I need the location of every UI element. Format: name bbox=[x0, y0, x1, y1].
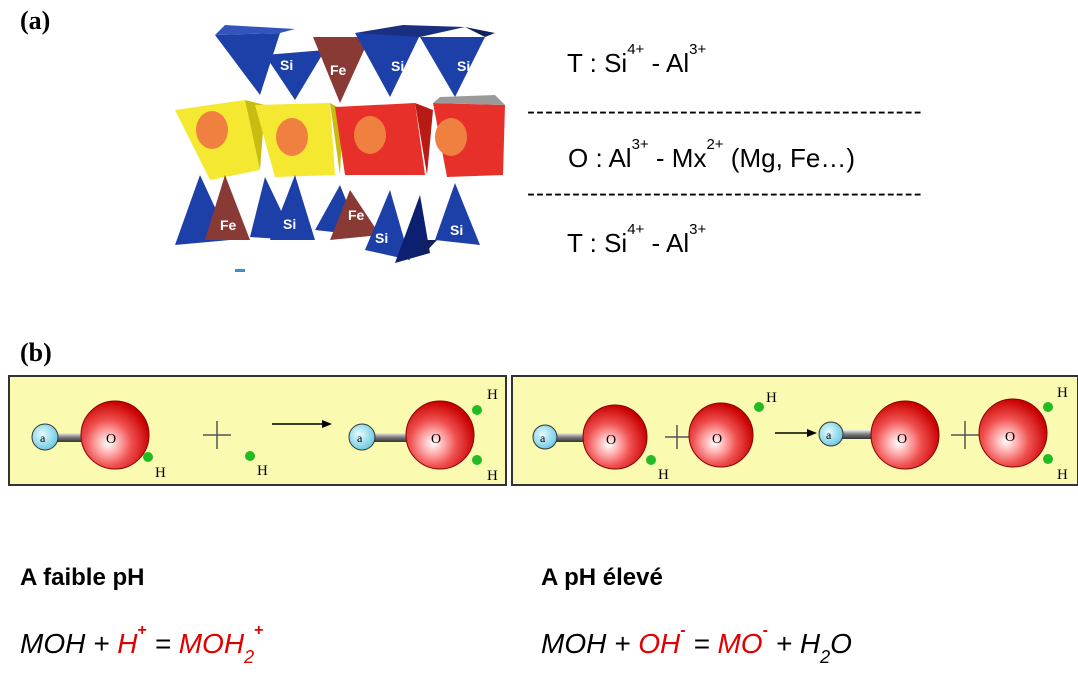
tetra-label: Fe bbox=[348, 207, 365, 223]
deprotonation-reaction-box: a O H O H a O O H H bbox=[511, 375, 1078, 486]
high-ph-equation: MOH + OH- = MO- + H2O bbox=[541, 622, 852, 667]
svg-text:H: H bbox=[257, 463, 268, 479]
svg-text:O: O bbox=[1005, 430, 1015, 445]
tetra-label: Fe bbox=[330, 62, 347, 78]
tetrahedron-bottom-3 bbox=[330, 190, 380, 240]
panel-a-label: (a) bbox=[20, 6, 51, 35]
tetra-label: Si bbox=[283, 216, 296, 232]
svg-text:O: O bbox=[606, 433, 616, 448]
tetrahedron-bottom-4 bbox=[365, 190, 410, 260]
hydroxide-oxygen bbox=[688, 402, 754, 468]
tetra-label: Si bbox=[457, 58, 470, 74]
layer-separator-1: ----------------------------------------… bbox=[527, 98, 923, 125]
tetrahedron-top-3 bbox=[355, 33, 420, 97]
tetrahedron-bottom-2 bbox=[270, 175, 315, 240]
tetrahedron-top-4 bbox=[420, 37, 485, 97]
svg-text:a: a bbox=[357, 431, 363, 445]
oxygen-atom bbox=[80, 400, 150, 470]
tetra-label: Fe bbox=[220, 217, 237, 233]
deprotonation-reaction-diagram: a O H O H a O O H H bbox=[532, 385, 1068, 483]
tetra-label: Si bbox=[450, 222, 463, 238]
tetrahedron-bottom-5 bbox=[435, 183, 480, 245]
layer-tetrahedral-top: T : Si4+ - Al3+ bbox=[567, 41, 707, 78]
svg-text:H: H bbox=[155, 465, 166, 481]
proton-atom bbox=[245, 451, 255, 461]
tetrahedron-top-2 bbox=[313, 37, 370, 103]
tetrahedron-top-1 bbox=[215, 33, 280, 95]
high-ph-title: A pH élevé bbox=[541, 564, 663, 591]
tetra-label: Si bbox=[280, 57, 293, 73]
svg-text:H: H bbox=[1057, 385, 1068, 401]
svg-text:H: H bbox=[766, 390, 777, 406]
clay-structure-illustration: Si Fe Si Si Fe Si Fe Si Si bbox=[175, 25, 505, 272]
tetra-label: Si bbox=[391, 58, 404, 74]
tetra-label: Si bbox=[375, 230, 388, 246]
svg-text:H: H bbox=[658, 467, 669, 483]
svg-text:H: H bbox=[487, 468, 498, 484]
layer-octahedral: O : Al3+ - Mx2+ (Mg, Fe…) bbox=[568, 136, 856, 173]
svg-text:H: H bbox=[1057, 467, 1068, 483]
svg-text:O: O bbox=[897, 432, 907, 447]
svg-text:H: H bbox=[487, 387, 498, 403]
water-oxygen bbox=[978, 398, 1048, 468]
panel-b-label: (b) bbox=[20, 338, 52, 367]
svg-text:O: O bbox=[712, 432, 722, 447]
svg-text:O: O bbox=[106, 432, 116, 447]
svg-text:O: O bbox=[431, 432, 441, 447]
low-ph-equation: MOH + H+ = MOH2+ bbox=[20, 622, 264, 667]
layer-separator-2: ----------------------------------------… bbox=[527, 180, 923, 207]
low-ph-title: A faible pH bbox=[20, 564, 145, 591]
svg-text:a: a bbox=[540, 431, 546, 445]
metal-label: a bbox=[40, 431, 46, 445]
protonation-reaction-box: a O H H a O H H bbox=[8, 375, 507, 486]
svg-text:a: a bbox=[826, 428, 832, 442]
tetrahedron-bottom-1 bbox=[205, 175, 250, 240]
protonation-reaction-diagram: a O H H a O H H bbox=[31, 387, 498, 484]
layer-tetrahedral-bottom: T : Si4+ - Al3+ bbox=[567, 221, 707, 258]
